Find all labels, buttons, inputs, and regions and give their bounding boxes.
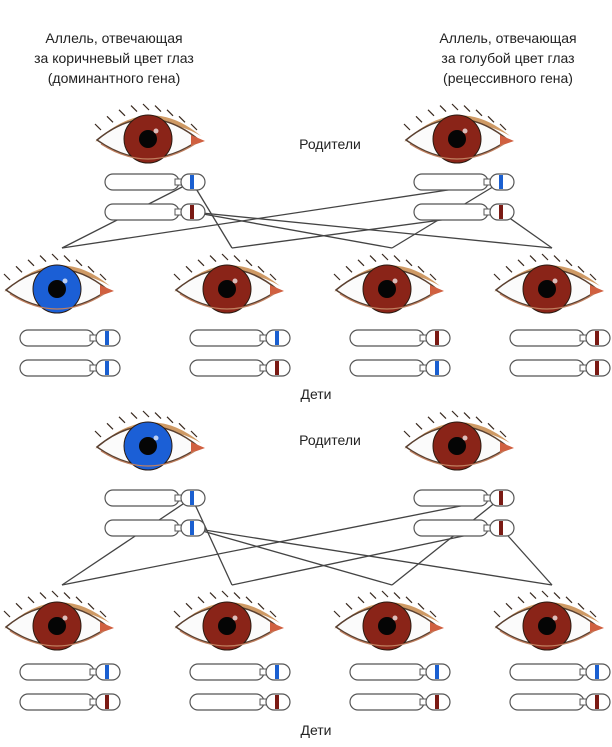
child-chromosome-1-4-1	[510, 330, 610, 346]
header-brown-line-3: (доминантного гена)	[14, 68, 214, 88]
header-blue-line-1: Аллель, отвечающая	[408, 28, 608, 48]
child-chromosome-2-4-1	[510, 664, 610, 680]
child-chromosome-2-2-2	[190, 694, 290, 710]
child-chromosome-1-1-1	[20, 330, 120, 346]
parent-eye-1-1	[95, 104, 205, 163]
parent-chromosome-1-1-2	[105, 204, 205, 220]
child-eye-2-4	[494, 591, 604, 650]
child-chromosome-2-1-1	[20, 664, 120, 680]
line-2-h	[501, 528, 552, 585]
header-blue-line-2: за голубой цвет глаз	[408, 48, 608, 68]
child-chromosome-2-3-1	[350, 664, 450, 680]
child-chromosome-2-1-2	[20, 694, 120, 710]
child-eye-2-1	[4, 591, 114, 650]
parent-chromosome-2-2-1	[414, 490, 514, 506]
child-eye-2-2	[174, 591, 284, 650]
children-label-2: Дети	[276, 720, 356, 740]
line-2-f	[392, 498, 501, 585]
header-brown-line-1: Аллель, отвечающая	[14, 28, 214, 48]
parent-chromosome-2-1-2	[105, 520, 205, 536]
header-blue-line-3: (рецессивного гена)	[408, 68, 608, 88]
parents-label-2: Родители	[270, 430, 390, 450]
child-chromosome-1-3-2	[350, 360, 450, 376]
child-eye-1-1	[4, 254, 114, 313]
parent-eye-2-2	[404, 411, 514, 470]
eyes-layer	[4, 104, 604, 650]
child-chromosome-2-4-2	[510, 694, 610, 710]
child-chromosome-1-3-1	[350, 330, 450, 346]
header-blue-allele: Аллель, отвечающая за голубой цвет глаз …	[408, 28, 608, 88]
child-chromosome-1-2-1	[190, 330, 290, 346]
parent-chromosome-1-2-2	[414, 204, 514, 220]
child-chromosome-2-3-2	[350, 694, 450, 710]
parent-chromosome-2-2-2	[414, 520, 514, 536]
parent-eye-1-2	[404, 104, 514, 163]
header-brown-allele: Аллель, отвечающая за коричневый цвет гл…	[14, 28, 214, 88]
child-eye-2-3	[334, 591, 444, 650]
parent-chromosome-1-1-1	[105, 174, 205, 190]
parent-chromosome-2-1-1	[105, 490, 205, 506]
children-label-1: Дети	[276, 384, 356, 404]
child-chromosome-1-4-2	[510, 360, 610, 376]
child-eye-1-2	[174, 254, 284, 313]
child-eye-1-4	[494, 254, 604, 313]
child-eye-1-3	[334, 254, 444, 313]
child-chromosome-1-1-2	[20, 360, 120, 376]
line-2-b	[192, 498, 232, 585]
parent-chromosome-1-2-1	[414, 174, 514, 190]
child-chromosome-2-2-1	[190, 664, 290, 680]
header-brown-line-2: за коричневый цвет глаз	[14, 48, 214, 68]
child-chromosome-1-2-2	[190, 360, 290, 376]
parents-label-1: Родители	[270, 134, 390, 154]
line-2-c	[192, 528, 392, 585]
parent-eye-2-1	[95, 411, 205, 470]
